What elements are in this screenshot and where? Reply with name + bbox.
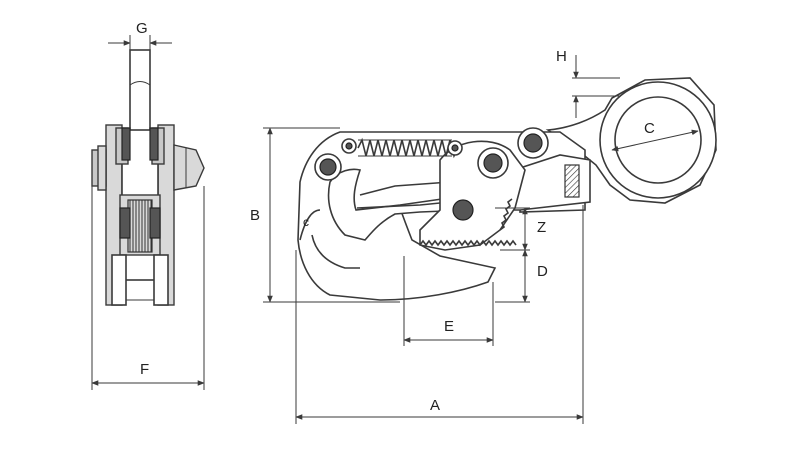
dim-label-d: D	[537, 263, 548, 280]
cam-teeth	[419, 239, 517, 247]
dim-label-c: C	[644, 120, 655, 137]
svg-text:c: c	[303, 215, 309, 229]
tension-spring	[357, 137, 459, 159]
front-view: c H C B	[250, 48, 717, 424]
side-view-cam-knurl	[127, 199, 153, 253]
dim-label-a: A	[430, 397, 440, 414]
dim-label-e: E	[444, 318, 454, 335]
dim-label-z: Z	[537, 219, 546, 236]
dim-label-b: B	[250, 207, 260, 224]
dim-label-f: F	[140, 361, 149, 378]
dim-label-h: H	[556, 48, 567, 65]
pin-cam	[452, 199, 474, 221]
grip-pad	[564, 164, 580, 198]
side-view-right-nut	[173, 144, 205, 191]
side-view: G F	[91, 20, 205, 390]
dim-label-g: G	[136, 20, 148, 37]
